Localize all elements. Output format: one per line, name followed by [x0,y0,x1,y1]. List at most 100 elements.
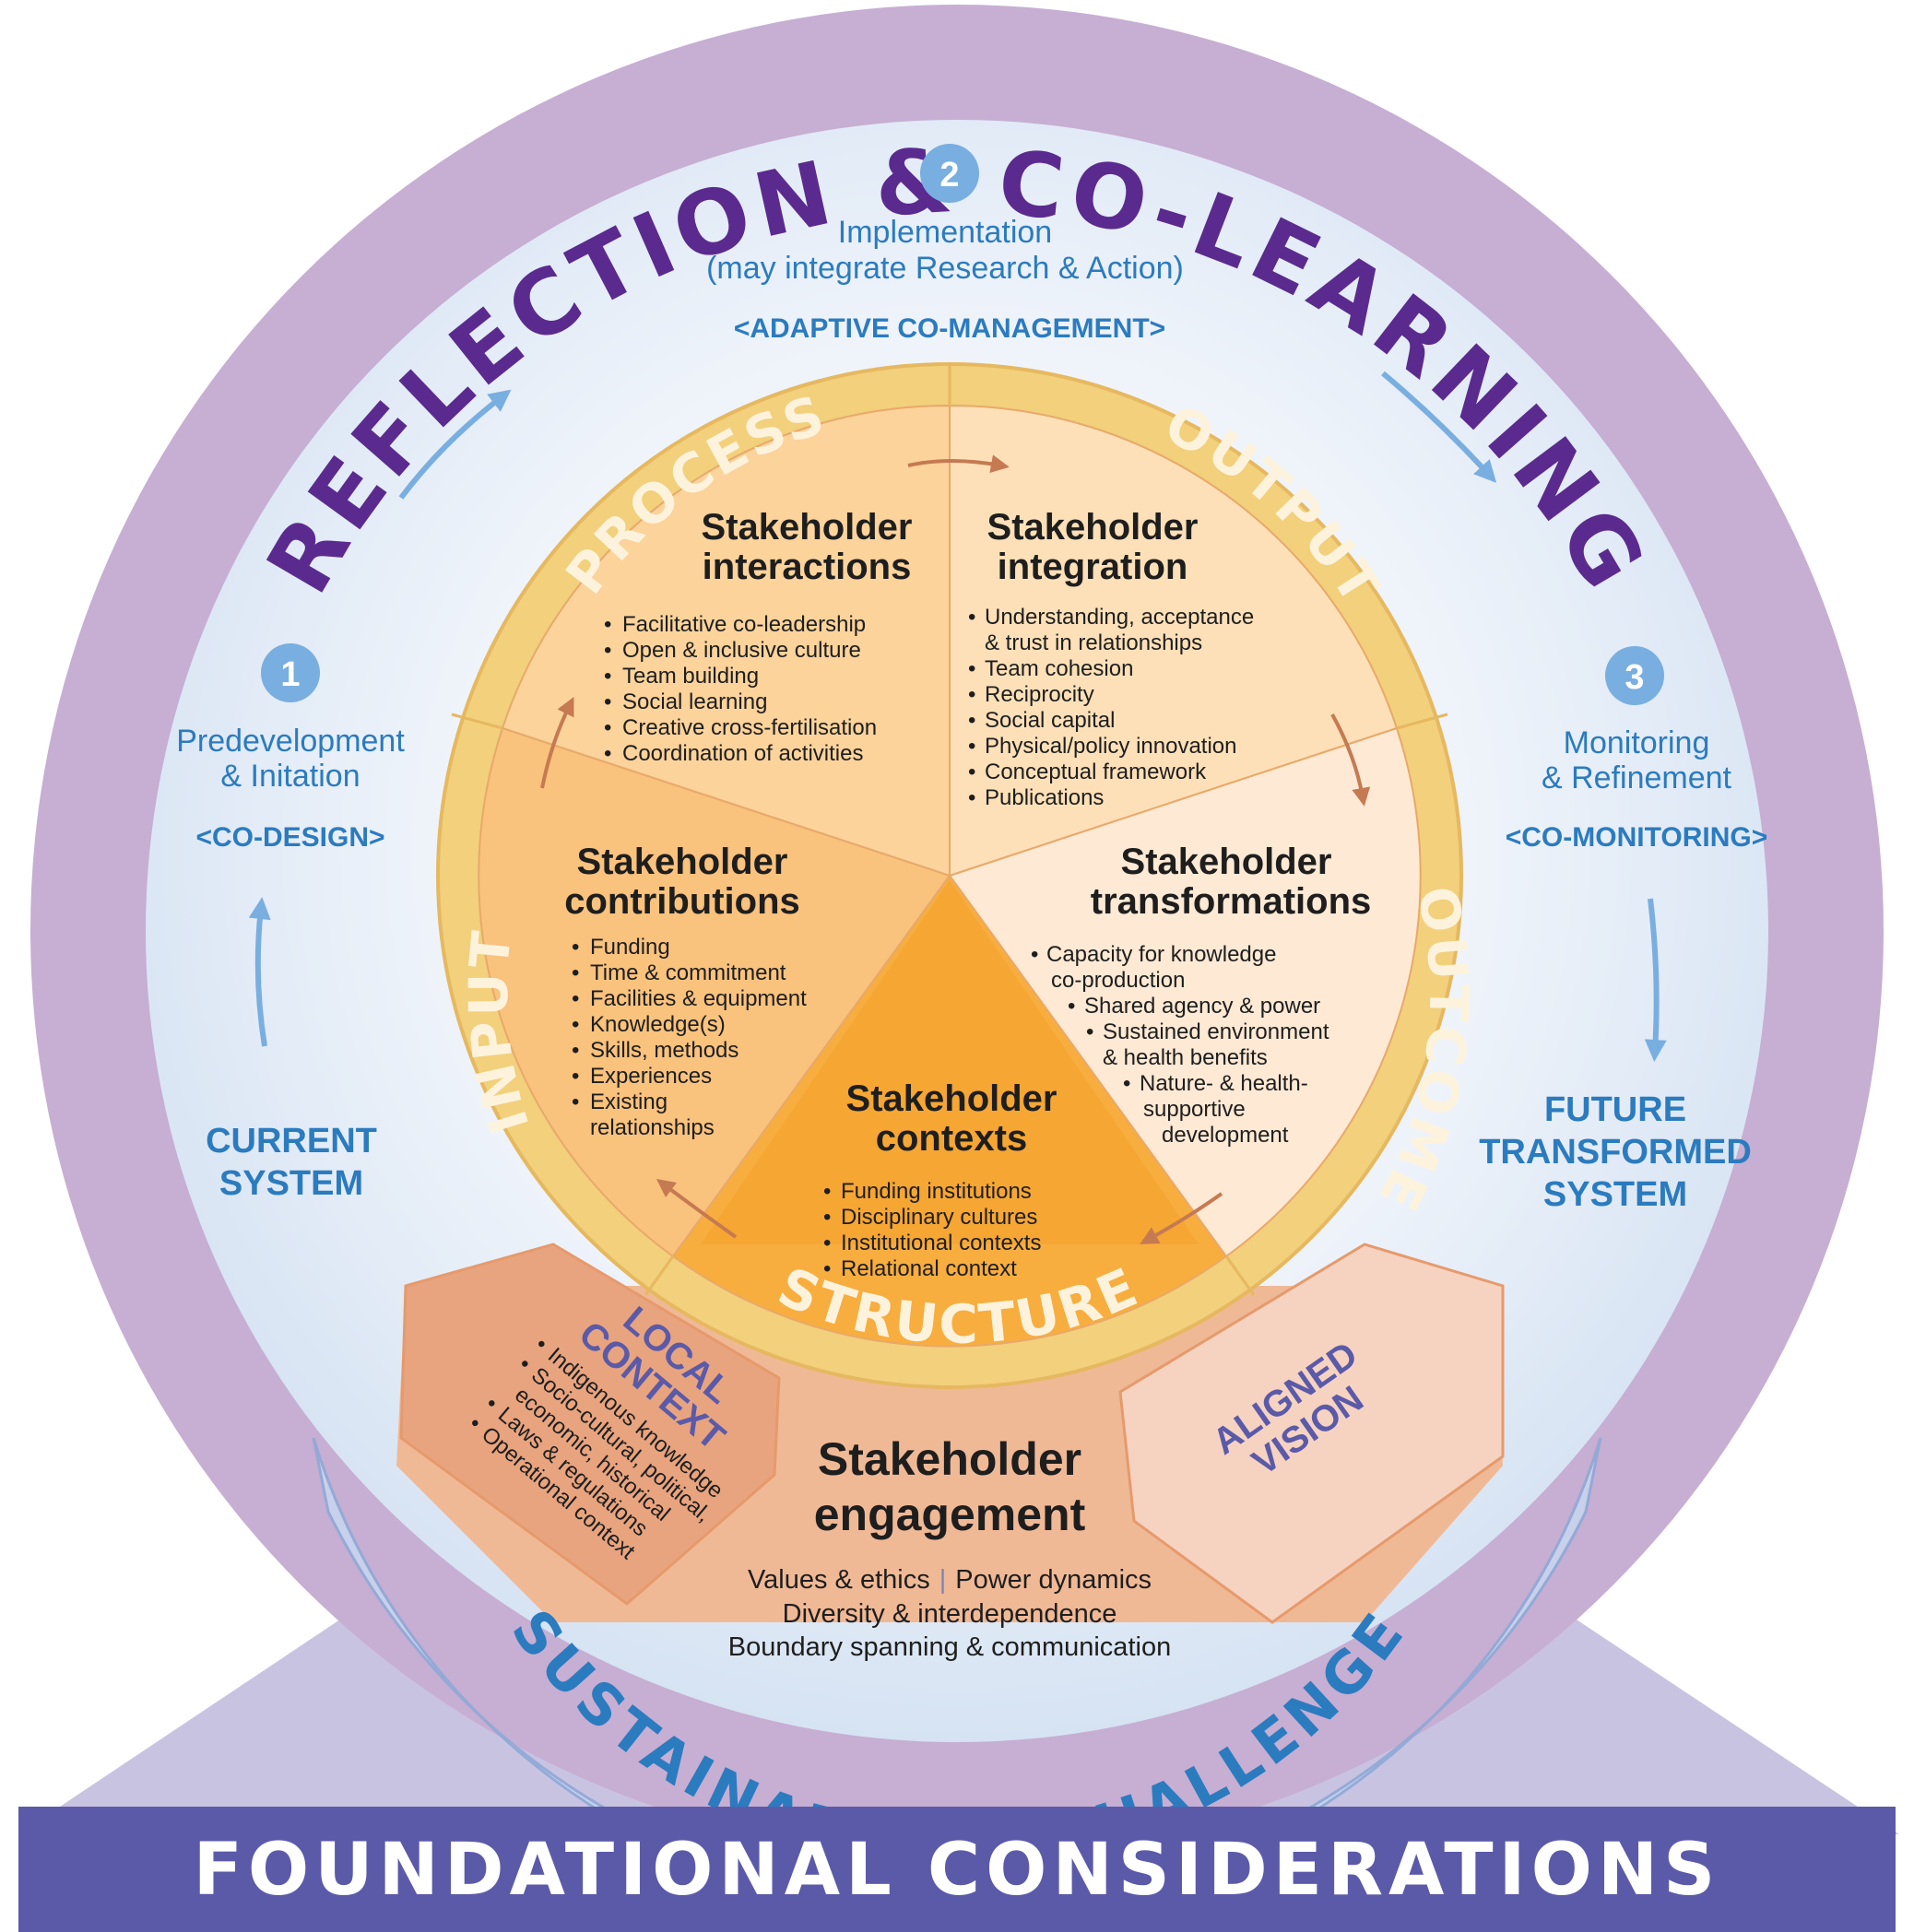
phase-arrows [248,371,1667,1062]
integration-title-2: integration [998,547,1188,587]
contributions-bullet: • [572,1038,579,1063]
integration-bullet: • [968,656,975,681]
phase-3-number: 3 [1625,658,1644,697]
integration-bullet: • [968,708,975,733]
integration-bullet: • [968,785,975,810]
contributions-item: Experiences [590,1064,712,1089]
interactions-title-1: Stakeholder [702,507,913,548]
arrow-process-to-output [907,454,1010,474]
foundation-band [18,1807,1896,1932]
integration-item: Physical/policy innovation [985,734,1236,759]
context-triangle [701,880,1199,1244]
transformations-item: co-production [1051,968,1185,993]
engagement-line-2: Diversity & interdependence [783,1599,1117,1629]
interactions-bullet: • [604,664,611,689]
phase-3-title-1: Monitoring [1564,725,1710,760]
phase-2: 2 Implementation (may integrate Research… [706,144,1184,344]
band-divider [451,713,503,730]
arrow-outcome-to-context [1140,1192,1223,1244]
phase-2-title-1: Implementation [838,215,1052,250]
future-system: FUTURE TRANSFORMED SYSTEM [1479,1090,1752,1214]
integration-bullet: • [968,605,975,630]
arrow-phase-2-to-phase-3 [1381,371,1497,483]
aligned-vision-panel [1118,1243,1505,1624]
phase-1-title-1: Predevelopment [176,724,405,759]
cycle-arrows [540,454,1371,1244]
contributions-bullet: • [572,986,579,1011]
arrow-context-to-input [656,1179,738,1239]
interactions-item: Facilitative co-leadership [622,612,866,637]
band-divider [1224,1255,1256,1296]
engagement-values: Values & ethics [748,1565,930,1595]
phase-1-number: 1 [280,655,300,694]
interactions-item: Creative cross-fertilisation [622,715,877,740]
transformations-title-2: transformations [1091,881,1372,922]
contributions-bullet: • [572,935,579,960]
contributions-item: relationships [590,1115,715,1140]
contributions-item: Existing [590,1090,668,1114]
arrow-phase-1-to-phase-2 [398,389,512,500]
phase-3-number-badge [1605,646,1664,705]
local-context-panel [399,1243,781,1606]
contributions-bullet: • [572,1012,579,1037]
wedge-input [478,726,951,1258]
phase-2-number: 2 [939,156,959,194]
phase-2-tag: <ADAPTIVE CO-MANAGEMENT> [734,313,1165,344]
transformations-bullet: • [1031,942,1038,967]
future-system-line-3: SYSTEM [1543,1175,1687,1214]
phase-2-number-badge [920,144,979,203]
contributions-bullet: • [572,1090,579,1114]
integration-item: Reciprocity [985,682,1094,707]
engagement-title-2: engagement [814,1489,1086,1540]
integration-title-1: Stakeholder [987,507,1199,548]
wedge-contributions-content: Stakeholder contributions •Funding •Time… [564,842,807,1140]
contexts-item: Relational context [841,1256,1017,1281]
contributions-item: Skills, methods [590,1038,738,1063]
transformations-bullet: • [1068,994,1075,1019]
interactions-item: Social learning [622,689,767,714]
transformations-item: & health benefits [1103,1045,1268,1070]
integration-item: Understanding, acceptance [985,605,1254,630]
engagement-line-3: Boundary spanning & communication [728,1632,1171,1662]
contributions-item: Facilities & equipment [590,986,807,1011]
interactions-bullet: • [604,612,611,637]
current-system-line-2: SYSTEM [219,1164,363,1203]
engagement-power: Power dynamics [955,1565,1152,1595]
wedge-process [501,404,951,878]
engagement-line-1: Values & ethics|Power dynamics [748,1565,1152,1595]
transformations-item: Capacity for knowledge [1046,942,1276,967]
current-system: CURRENT SYSTEM [206,1122,377,1203]
band-divider [1396,713,1448,730]
wedge-transformations-content: Stakeholder transformations • Capacity fo… [1031,842,1371,1148]
phase-1: 1 Predevelopment & Initation <CO-DESIGN> [176,643,405,853]
arrow-phase-3-to-future [1644,898,1667,1062]
arrow-current-to-phase-1 [248,897,271,1047]
transformations-item: supportive [1143,1097,1246,1122]
interactions-item: Open & inclusive culture [622,638,861,663]
integration-item: & trust in relationships [985,630,1202,655]
integration-bullet: • [968,682,975,707]
integration-bullet: • [968,760,975,784]
integration-item: Social capital [985,708,1115,733]
current-system-line-1: CURRENT [206,1122,377,1160]
transformations-bullet: • [1123,1071,1130,1096]
foundation-label: FOUNDATIONAL CONSIDERATIONS [194,1829,1721,1912]
contributions-bullet: • [572,960,579,985]
contexts-item: Institutional contexts [841,1231,1041,1255]
transformations-title-1: Stakeholder [1121,842,1332,882]
integration-item: Team cohesion [985,656,1133,681]
engagement-content: Stakeholder engagement Values & ethics|P… [728,1433,1171,1662]
transformations-item: development [1162,1123,1289,1148]
contexts-bullet: • [823,1231,831,1255]
interactions-bullet: • [604,638,611,663]
contexts-bullet: • [823,1205,831,1230]
contributions-bullet: • [572,1064,579,1089]
phase-1-number-badge [261,643,320,702]
future-system-line-2: TRANSFORMED [1479,1133,1752,1172]
transformations-item: Shared agency & power [1084,994,1320,1019]
contexts-title-2: contexts [876,1118,1028,1159]
contexts-item: Funding institutions [841,1179,1032,1204]
transformations-item: Nature- & health- [1140,1071,1308,1096]
contexts-item: Disciplinary cultures [841,1205,1037,1230]
